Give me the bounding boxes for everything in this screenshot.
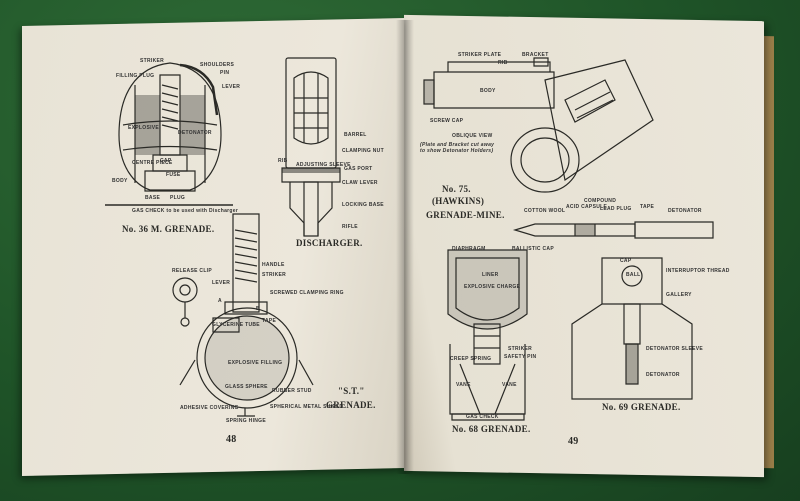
- discharger-drawing: [276, 58, 346, 238]
- st-label-striker: STRIKER: [262, 272, 287, 278]
- st-label-clamping-ring: SCREWED CLAMPING RING: [270, 290, 344, 296]
- dis-label-rifle: RIFLE: [342, 224, 358, 230]
- dis-label-adjusting-sleeve: ADJUSTING SLEEVE: [296, 162, 351, 168]
- st-label-a: A: [218, 298, 222, 304]
- dis-label-gas-port: GAS PORT: [344, 166, 373, 172]
- st-label-spring-hinge: SPRING HINGE: [226, 418, 266, 424]
- hk-caption-line2: (HAWKINS): [432, 196, 485, 206]
- g68-label-gas-check: GAS CHECK: [466, 414, 499, 420]
- st-grenade-drawing: [165, 210, 315, 420]
- g68-label-diaphragm: DIAPHRAGM: [452, 246, 486, 252]
- g69-label-ball: BALL: [626, 272, 641, 278]
- det-label-detonator: DETONATOR: [668, 208, 702, 214]
- hk-caption-line3: GRENADE-MINE.: [426, 210, 505, 220]
- st-label-explosive-filling: EXPLOSIVE FILLING: [228, 360, 283, 366]
- dis-label-locking-base: LOCKING BASE: [342, 202, 384, 208]
- g36-label-body: BODY: [112, 178, 128, 184]
- left-page-number: 48: [226, 434, 237, 445]
- st-label-release-clip: RELEASE CLIP: [172, 268, 212, 274]
- grenade-68-drawing: [440, 244, 535, 422]
- hk-label-oblique-note: (Plate and Bracket cut away to show Deto…: [420, 142, 495, 154]
- g68-label-vane-left: VANE: [456, 382, 471, 388]
- g69-label-detonator: DETONATOR: [646, 372, 680, 378]
- g69-label-cap: CAP: [620, 258, 632, 264]
- grenade-69-drawing: [572, 254, 702, 404]
- st-label-adhesive-covering: ADHESIVE COVERING: [180, 405, 239, 411]
- g68-label-creep-spring: CREEP SPRING: [450, 356, 492, 362]
- st-label-glycerine-tube: GLYCERINE TUBE: [212, 322, 260, 328]
- g36-label-filling-plug: FILLING PLUG: [116, 73, 155, 79]
- book-gutter: [396, 20, 414, 474]
- g68-caption: No. 68 GRENADE.: [452, 424, 531, 434]
- hawkins-oblique-view: [505, 60, 655, 200]
- g36-gas-check: GAS CHECK to be used with Discharger: [132, 208, 239, 214]
- st-caption-line2: GRENADE.: [326, 400, 376, 410]
- g36-label-plug: PLUG: [170, 195, 186, 201]
- det-label-tape: TAPE: [640, 204, 655, 210]
- g36-label-fuse: FUSE: [166, 172, 181, 178]
- g69-label-detonator-sleeve: DETONATOR SLEEVE: [646, 346, 704, 352]
- st-label-metal-shield: SPHERICAL METAL SHIELD: [270, 404, 344, 410]
- g36-label-base: BASE: [145, 195, 161, 201]
- hk-caption-line1: No. 75.: [442, 184, 471, 194]
- g68-label-safety-pin: SAFETY PIN: [504, 354, 537, 360]
- st-label-handle: HANDLE: [262, 262, 285, 268]
- det-label-compound: COMPOUND: [584, 198, 617, 204]
- st-label-glass-sphere: GLASS SPHERE: [225, 384, 268, 390]
- grenade-36-drawing: [105, 55, 235, 215]
- dis-label-barrel: BARREL: [344, 132, 367, 138]
- g36-label-pin: PIN: [220, 70, 230, 76]
- hk-label-bracket: BRACKET: [522, 52, 549, 58]
- st-label-b: B: [256, 306, 260, 312]
- hk-label-striker-plate: STRIKER PLATE: [458, 52, 502, 58]
- st-caption-line1: "S.T.": [338, 386, 365, 396]
- g36-label-detonator: DETONATOR: [178, 130, 212, 136]
- g69-caption: No. 69 GRENADE.: [602, 402, 681, 412]
- g36-label-cap: CAP: [160, 158, 172, 164]
- st-label-lever: LEVER: [212, 280, 231, 286]
- dis-label-rib: RIB: [278, 158, 288, 164]
- hk-label-oblique-view: OBLIQUE VIEW: [452, 133, 493, 139]
- st-label-rubber-stud: RUBBER STUD: [272, 388, 312, 394]
- g36-label-striker: STRIKER: [140, 58, 165, 64]
- g36-label-shoulders: SHOULDERS: [200, 62, 235, 68]
- g69-label-interruptor: INTERRUPTOR THREAD: [666, 268, 730, 274]
- det-label-cotton-wool: COTTON WOOL: [524, 208, 566, 214]
- g68-label-striker: STRIKER: [508, 346, 533, 352]
- hk-label-body: BODY: [480, 88, 496, 94]
- discharger-caption: DISCHARGER.: [296, 238, 363, 248]
- hk-label-rib: RIB: [498, 60, 508, 66]
- g36-label-lever: LEVER: [222, 84, 241, 90]
- g68-label-liner: LINER: [482, 272, 499, 278]
- g36-label-explosive: EXPLOSIVE: [128, 125, 160, 131]
- st-label-tape: TAPE: [262, 318, 277, 324]
- g68-label-explosive-charge: EXPLOSIVE CHARGE: [464, 284, 521, 290]
- right-page-number: 49: [568, 436, 579, 447]
- hk-label-screw-cap: SCREW CAP: [430, 118, 464, 124]
- dis-label-clamping-nut: CLAMPING NUT: [342, 148, 384, 154]
- dis-label-claw-lever: CLAW LEVER: [342, 180, 378, 186]
- det-label-lead-plug: LEAD PLUG: [600, 206, 632, 212]
- hawkins-side-view: [424, 52, 564, 122]
- detonator-drawing: [515, 210, 715, 250]
- g36-label-centre-piece: CENTRE PIECE: [132, 160, 173, 166]
- g69-label-gallery: GALLERY: [666, 292, 692, 298]
- g36-caption: No. 36 M. GRENADE.: [122, 224, 215, 234]
- det-label-acid-capsule: ACID CAPSULE: [566, 204, 608, 210]
- g68-label-ballistic-cap: BALLISTIC CAP: [512, 246, 554, 252]
- g68-label-vane-right: VANE: [502, 382, 517, 388]
